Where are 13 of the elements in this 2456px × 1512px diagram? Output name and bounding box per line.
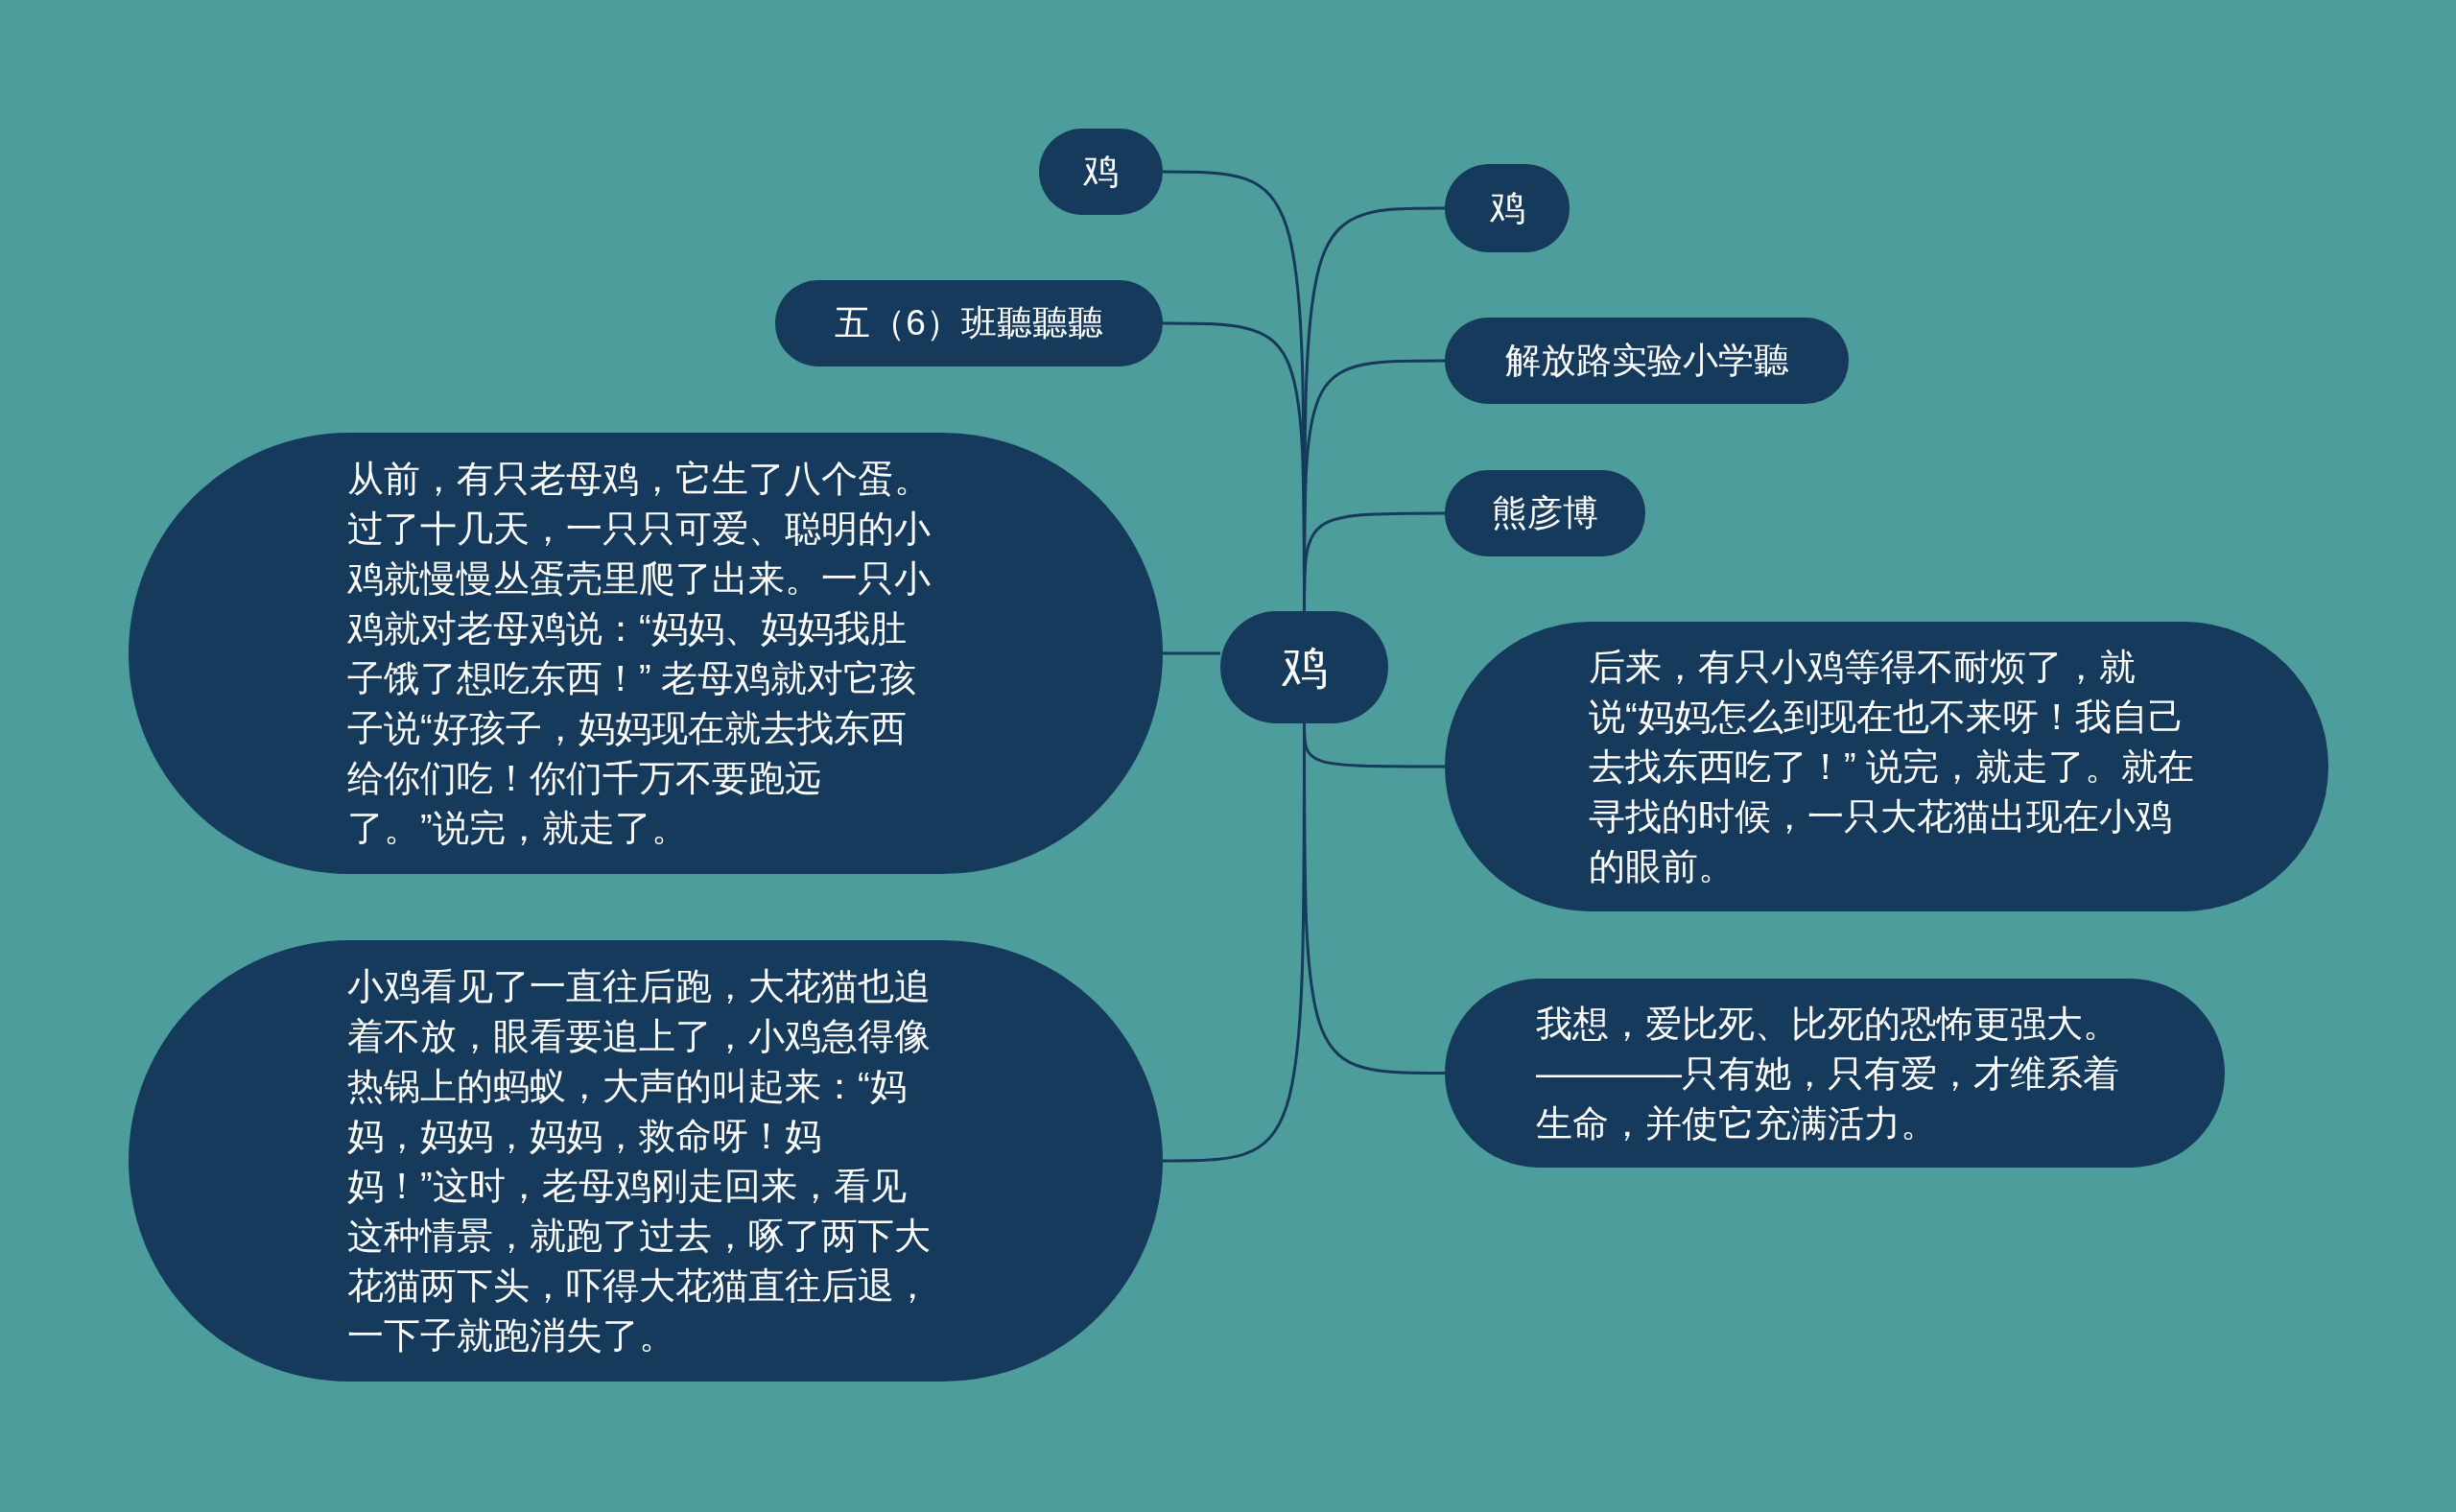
- connector-line: [1163, 651, 1220, 655]
- topic-label: 鸡: [1489, 187, 1525, 230]
- paragraph-text: 从前，有只老母鸡，它生了八个蛋。过了十几天，一只只可爱、聪明的小鸡就慢慢丛蛋壳里爬了出来。一只小鸡就对老母鸡说：“妈妈、妈妈我肚子饿了想吃东西！” 老母鸡就对它孩子说“好孩子，妈妈现在就去找东西给你们吃！你们千万不要跑远了。”说完，就走了。: [347, 458, 932, 850]
- paragraph-text: 我想，爱比死、比死的恐怖更强大。————只有她，只有爱，才维系着生命，并使它充满活力。: [1536, 1002, 2120, 1146]
- topic-label: 五（6）班聽聽聽: [835, 302, 1103, 345]
- paragraph-text: 小鸡看见了一直往后跑，大花猫也追着不放，眼看要追上了，小鸡急得像热锅上的蚂蚁，大声的叫起来：“妈妈，妈妈，妈妈，救命呀！妈妈！”这时，老母鸡刚走回来，看见这种情景，就跑了过去，啄了两下大花猫两下头，吓得大花猫直往后退，一下子就跑消失了。: [347, 965, 932, 1358]
- connector-line: [1303, 511, 1445, 611]
- paragraph-text: 后来，有只小鸡等得不耐烦了，就说“妈妈怎么到现在也不来呀！我自己去找东西吃了！” 说完，就走了。就在寻找的时候，一只大花猫出现在小鸡的眼前。: [1589, 646, 2196, 888]
- topic-label: 鸡: [1083, 151, 1119, 194]
- connector-line: [1303, 723, 1445, 1075]
- topic-label: 鸡: [1281, 640, 1328, 695]
- topic-label: 熊彦博: [1492, 492, 1598, 535]
- topic-label: 解放路实验小学聽: [1504, 340, 1789, 383]
